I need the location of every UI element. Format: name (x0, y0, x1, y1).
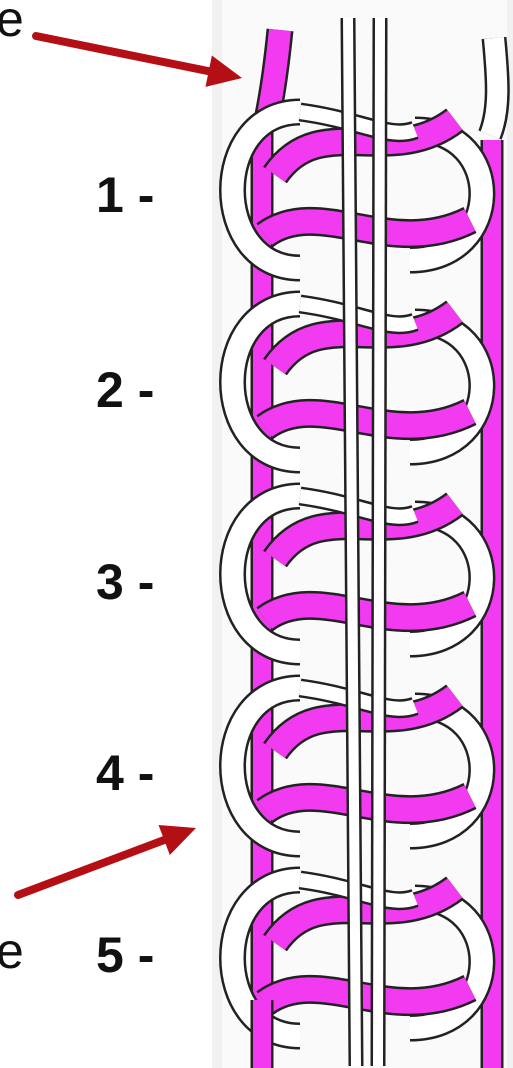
center-column-yarn-right (378, 18, 380, 1066)
arrow-right-up-icon-shaft (18, 840, 164, 895)
arrow-right-down-icon (36, 36, 242, 87)
row-label-4: 4 - (96, 748, 154, 798)
arrow-right-up-icon (18, 825, 196, 895)
row-label-2: 2 - (96, 365, 154, 415)
cut-off-text-top: e (0, 0, 24, 44)
row-label-1: 1 - (96, 170, 154, 220)
magenta-lower-stitch-5 (265, 988, 470, 1003)
magenta-lower-stitch-2 (265, 412, 470, 427)
magenta-lower-stitch-3 (265, 604, 470, 619)
row-label-3: 3 - (96, 557, 154, 607)
arrow-right-down-icon-shaft (36, 36, 209, 71)
magenta-lower-stitch-4 (265, 796, 470, 811)
magenta-lower-stitch-1 (265, 220, 470, 235)
white-yarn-top-end (490, 38, 497, 135)
row-label-5: 5 - (96, 930, 154, 980)
cut-off-text-bottom: e (0, 926, 24, 976)
